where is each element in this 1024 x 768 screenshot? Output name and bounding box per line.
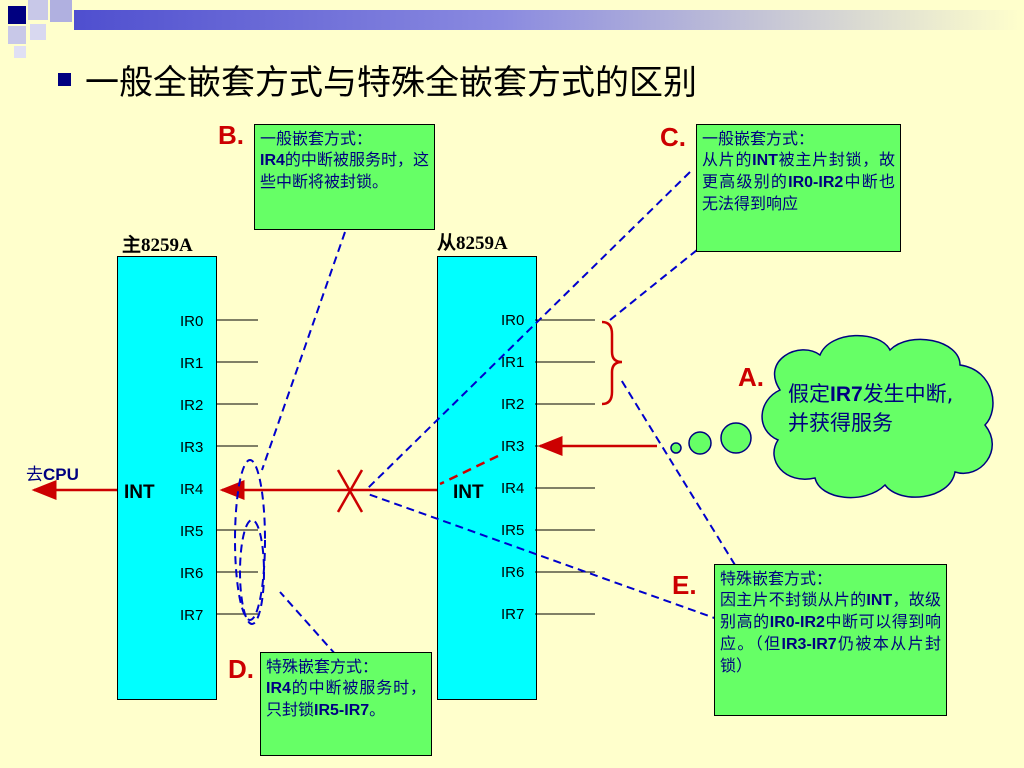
- bullet-icon: [58, 72, 71, 86]
- master-int-label: INT: [124, 482, 155, 503]
- corner-square-decoration: [30, 24, 46, 40]
- note-d: 特殊嵌套方式： IR4的中断被服务时，只封锁IR5-IR7。: [260, 652, 432, 756]
- to-cpu-text: CPU: [43, 465, 79, 484]
- note-d-p1: 的中断被服务时，只封锁: [266, 678, 426, 719]
- master-pin-label: IR7: [180, 607, 204, 624]
- to-cpu-label: 去CPU: [26, 460, 79, 485]
- note-d-head: 特殊嵌套方式：: [266, 657, 379, 676]
- slave-int-label: INT: [453, 482, 484, 503]
- slave-pin-label: IR2: [501, 396, 525, 413]
- slave-pin-label: IR0: [501, 312, 525, 329]
- note-d-bold2: IR5-IR7: [314, 702, 370, 719]
- note-c: 一般嵌套方式： 从片的INT被主片封锁，故更高级别的IR0-IR2中断也无法得到响…: [696, 124, 901, 252]
- note-a-bold: IR7: [830, 383, 863, 406]
- slide-title: 一般全嵌套方式与特殊全嵌套方式的区别: [58, 56, 697, 103]
- note-c-letter: C.: [660, 122, 686, 152]
- note-c-p2: 被主片封锁，故更高级别的: [702, 150, 895, 191]
- brace-icon: [601, 320, 623, 406]
- note-a-text: 假定IR7发生中断,并获得服务: [788, 380, 968, 438]
- slave-pin-label: IR5: [501, 522, 525, 539]
- master-chip-label: 主8259A: [122, 235, 193, 256]
- note-a-p1: 假定: [788, 382, 830, 406]
- note-e-bold3: IR3-IR7: [781, 636, 837, 653]
- corner-square-decoration: [8, 26, 26, 44]
- slave-pin-label: IR1: [501, 354, 525, 371]
- master-pin-label: IR5: [180, 523, 204, 540]
- note-b-rest: 的中断被服务时，这些中断将被封锁。: [260, 150, 429, 191]
- note-b-bold: IR4: [260, 152, 285, 169]
- to-cpu-prefix: 去: [26, 465, 43, 485]
- title-bar-gradient: [74, 10, 1024, 30]
- note-e-bold1: INT: [866, 592, 893, 609]
- note-c-p1: 从片的: [702, 150, 753, 169]
- note-c-bold1: INT: [752, 152, 778, 169]
- note-e-head: 特殊嵌套方式：: [720, 569, 833, 588]
- slave-pin-label: IR6: [501, 564, 525, 581]
- master-pin-label: IR1: [180, 355, 204, 372]
- note-b-head: 一般嵌套方式：: [260, 129, 373, 148]
- note-e-p1: 因主片不封锁从片的: [720, 590, 867, 609]
- master-pin-label: IR0: [180, 313, 204, 330]
- note-e: 特殊嵌套方式： 因主片不封锁从片的INT，故级别高的IR0-IR2中断可以得到响应…: [714, 564, 947, 716]
- master-chip: [117, 256, 217, 700]
- corner-square-decoration: [8, 6, 26, 24]
- note-d-p2: 。: [369, 700, 386, 719]
- note-c-head: 一般嵌套方式：: [702, 129, 815, 148]
- master-pin-label: IR6: [180, 565, 204, 582]
- note-c-p3: 中断也无法得到响应: [702, 172, 895, 213]
- note-a-p2: 发生中断,并获得服务: [788, 382, 954, 435]
- note-e-bold2: IR0-IR2: [769, 614, 825, 631]
- corner-square-decoration: [14, 46, 26, 58]
- note-e-p3: 中断可以得到响应。（但: [720, 612, 941, 653]
- slave-pin-label: IR4: [501, 480, 525, 497]
- master-pin-label: IR3: [180, 439, 204, 456]
- note-e-p2: ，故级别高的: [720, 590, 941, 631]
- master-pin-label: IR2: [180, 397, 204, 414]
- slide-title-text: 一般全嵌套方式与特殊全嵌套方式的区别: [85, 62, 697, 103]
- note-d-bold1: IR4: [266, 680, 291, 697]
- corner-square-decoration: [50, 0, 72, 22]
- master-pin-label: IR4: [180, 481, 204, 498]
- slave-pin-label: IR7: [501, 606, 525, 623]
- blocked-cross-icon: [336, 469, 364, 513]
- note-d-letter: D.: [228, 654, 254, 684]
- note-c-bold2: IR0-IR2: [788, 174, 844, 191]
- slave-pin-label: IR3: [501, 438, 525, 455]
- slave-chip-label: 从8259A: [437, 233, 508, 254]
- note-e-letter: E.: [672, 570, 697, 600]
- note-b-letter: B.: [218, 120, 244, 150]
- corner-square-decoration: [28, 0, 48, 20]
- note-a-letter: A.: [738, 362, 764, 392]
- note-b: 一般嵌套方式： IR4的中断被服务时，这些中断将被封锁。: [254, 124, 435, 230]
- note-e-p4: 仍被本从片封锁）: [720, 634, 941, 675]
